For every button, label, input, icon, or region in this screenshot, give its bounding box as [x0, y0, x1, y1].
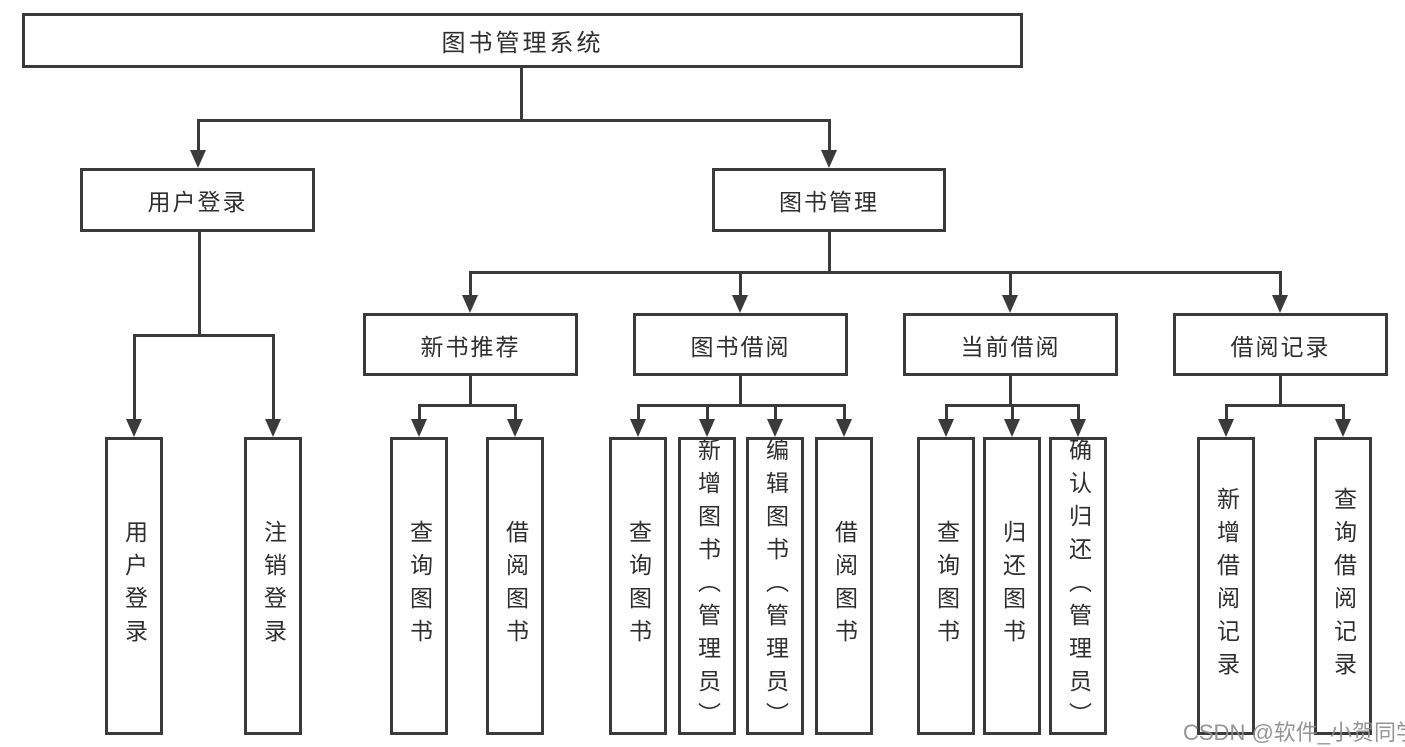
leaf-query-books-recommend: 查询图书 [390, 437, 448, 735]
arrow-down-icon [1218, 419, 1234, 437]
arrow-down-icon [265, 419, 281, 437]
leaf-borrow-books-borrowing-label: 借阅图书 [831, 520, 858, 652]
leaf-borrow-books-recommend: 借阅图书 [486, 437, 544, 735]
connector-line [1077, 404, 1080, 429]
connector-line [739, 271, 742, 299]
arrow-down-icon [1070, 419, 1086, 437]
node-borrowing-records: 借阅记录 [1173, 313, 1388, 376]
leaf-query-books-recommend-label: 查询图书 [406, 520, 433, 652]
arrow-down-icon [836, 419, 852, 437]
leaf-logout-label: 注销登录 [260, 520, 287, 652]
connector-line [418, 404, 421, 429]
connector-line [828, 119, 831, 154]
connector-line [469, 376, 472, 407]
connector-line [637, 404, 640, 429]
leaf-user-login: 用户登录 [105, 437, 163, 735]
node-new-book-recommendation: 新书推荐 [363, 313, 578, 376]
connector-line [739, 376, 742, 407]
leaf-query-books-current: 查询图书 [917, 437, 975, 735]
connector-line [1225, 404, 1345, 407]
connector-line [1225, 404, 1228, 429]
connector-line [1342, 404, 1345, 429]
leaf-query-books-borrowing: 查询图书 [609, 437, 667, 735]
connector-line [520, 68, 523, 122]
connector-line [1279, 376, 1282, 407]
arrow-down-icon [630, 419, 646, 437]
node-current-borrowing: 当前借阅 [903, 313, 1118, 376]
arrow-down-icon [1335, 419, 1351, 437]
leaf-logout: 注销登录 [244, 437, 302, 735]
arrow-down-icon [732, 295, 748, 313]
connector-line [637, 404, 846, 407]
connector-line [774, 404, 777, 429]
arrow-down-icon [938, 419, 954, 437]
connector-line [198, 232, 201, 337]
leaf-return-book-label: 归还图书 [999, 520, 1026, 652]
connector-line [197, 119, 831, 122]
leaf-add-book-admin: 新增图书（管理员） [678, 437, 736, 735]
connector-line [828, 231, 831, 274]
arrow-down-icon [1004, 419, 1020, 437]
node-user-login: 用户登录 [80, 168, 315, 232]
leaf-user-login-label: 用户登录 [121, 520, 148, 652]
connector-line [514, 404, 517, 429]
connector-line [469, 271, 1282, 274]
leaf-query-borrow-record-label: 查询借阅记录 [1330, 487, 1357, 685]
node-book-management: 图书管理 [712, 168, 946, 232]
leaf-confirm-return-admin-label: 确认归还（管理员） [1065, 437, 1092, 735]
connector-line [1009, 271, 1012, 299]
leaf-edit-book-admin-label: 编辑图书（管理员） [762, 437, 789, 735]
connector-line [418, 404, 517, 407]
leaf-borrow-books-borrowing: 借阅图书 [815, 437, 873, 735]
leaf-add-borrow-record: 新增借阅记录 [1197, 437, 1255, 735]
connector-line [1011, 404, 1014, 429]
connector-line [133, 334, 275, 337]
arrow-down-icon [507, 419, 523, 437]
leaf-query-borrow-record: 查询借阅记录 [1314, 437, 1372, 735]
leaf-add-borrow-record-label: 新增借阅记录 [1213, 487, 1240, 685]
leaf-confirm-return-admin: 确认归还（管理员） [1049, 437, 1107, 735]
arrow-down-icon [190, 150, 206, 168]
leaf-borrow-books-recommend-label: 借阅图书 [502, 520, 529, 652]
csdn-watermark: CSDN @软件_小贺同学 [1183, 720, 1405, 745]
arrow-down-icon [462, 295, 478, 313]
arrow-down-icon [699, 419, 715, 437]
connector-line [706, 404, 709, 429]
connector-line [1009, 376, 1012, 407]
node-library-management-system: 图书管理系统 [22, 13, 1023, 68]
arrow-down-icon [126, 419, 142, 437]
connector-line [133, 334, 136, 424]
node-book-borrowing: 图书借阅 [633, 313, 848, 376]
leaf-query-books-current-label: 查询图书 [933, 520, 960, 652]
connector-line [469, 271, 472, 299]
connector-line [945, 404, 948, 429]
arrow-down-icon [767, 419, 783, 437]
leaf-query-books-borrowing-label: 查询图书 [625, 520, 652, 652]
arrow-down-icon [411, 419, 427, 437]
leaf-edit-book-admin: 编辑图书（管理员） [746, 437, 804, 735]
arrow-down-icon [1272, 295, 1288, 313]
leaf-return-book: 归还图书 [983, 437, 1041, 735]
connector-line [272, 334, 275, 424]
arrow-down-icon [1002, 295, 1018, 313]
leaf-add-book-admin-label: 新增图书（管理员） [694, 437, 721, 735]
connector-line [197, 119, 200, 154]
connector-line [843, 404, 846, 429]
arrow-down-icon [821, 150, 837, 168]
connector-line [1279, 271, 1282, 299]
